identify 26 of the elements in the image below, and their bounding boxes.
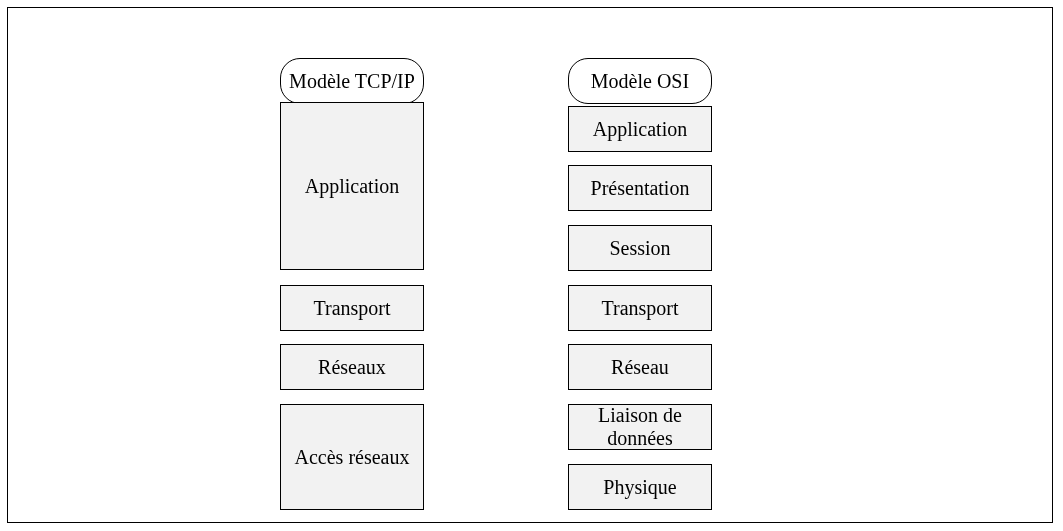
layer-box: [280, 285, 424, 331]
layer-box: [568, 106, 712, 152]
layer-box: [280, 404, 424, 510]
layer-label: Réseau: [611, 355, 669, 379]
layer-box: [280, 102, 424, 270]
layer-box: [280, 344, 424, 390]
layer-label: Liaison de données: [597, 404, 683, 450]
layer-box: [568, 344, 712, 390]
layer-label: Modèle OSI: [590, 69, 690, 93]
layer-box: [568, 404, 712, 450]
layer-label: Transport: [313, 296, 391, 320]
layer-label: Réseaux: [318, 355, 386, 379]
layer-label: Transport: [601, 296, 679, 320]
layer-label: Session: [609, 236, 671, 260]
model-heading: [280, 58, 424, 104]
layer-label: Physique: [603, 475, 677, 499]
model-heading: [568, 58, 712, 104]
layer-label: Modèle TCP/IP: [289, 69, 415, 93]
layer-box: [568, 165, 712, 211]
layer-label: Application: [304, 174, 400, 198]
layer-box: [568, 225, 712, 271]
layer-label: Application: [592, 117, 688, 141]
layer-box: [568, 285, 712, 331]
layer-label: Présentation: [590, 176, 690, 200]
layer-box: [568, 464, 712, 510]
layer-label: Accès réseaux: [294, 445, 410, 469]
